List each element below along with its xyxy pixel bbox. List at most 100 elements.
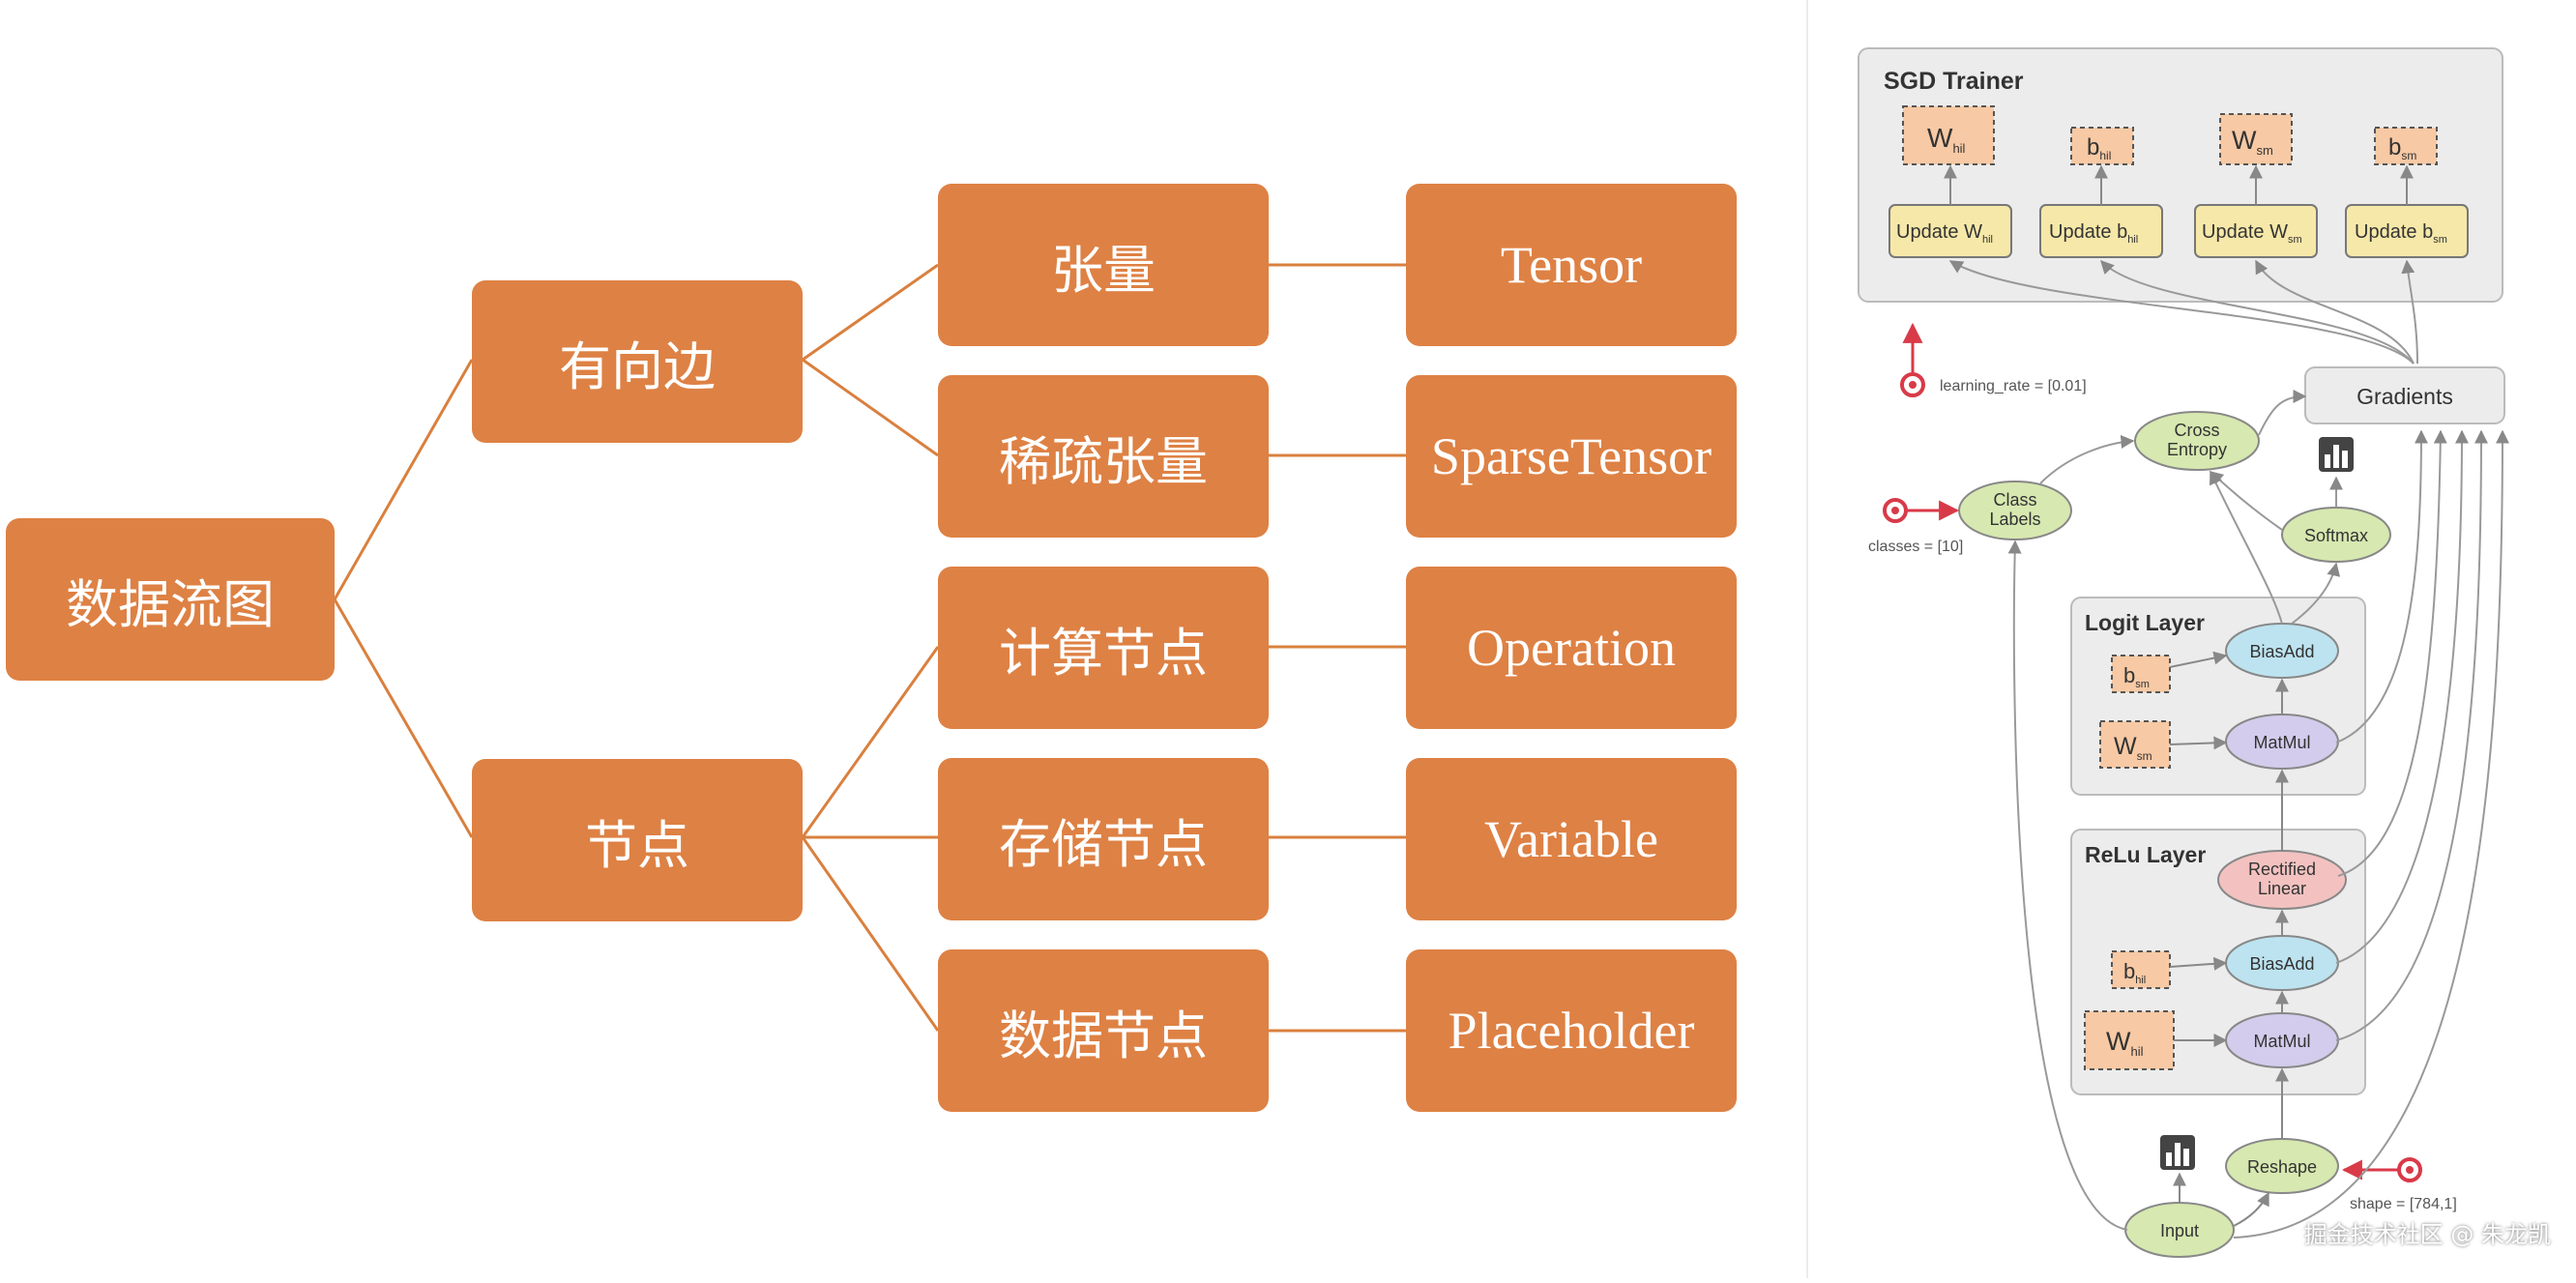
mindmap-leaf-cn: 张量 xyxy=(938,184,1269,346)
class-labels-node: Class Labels xyxy=(1958,481,2072,540)
edge-wsm-matmul xyxy=(2169,736,2228,750)
svg-text:classes = [10]: classes = [10] xyxy=(1868,539,1963,555)
update-b-sm: Update bsm xyxy=(2345,204,2469,258)
mindmap-leaf-cn: 数据节点 xyxy=(938,949,1269,1112)
svg-text:Softmax: Softmax xyxy=(2304,526,2368,545)
edge-bsm-biasadd xyxy=(2169,651,2228,668)
connector-edges-sparse xyxy=(802,358,939,457)
edge-softmax-ce xyxy=(2209,471,2283,531)
svg-text:Cross: Cross xyxy=(2174,421,2219,440)
summary-chart-icon xyxy=(2160,1135,2195,1170)
relu-w-hil: Whil xyxy=(2084,1010,2175,1070)
update-b-hil: Update bhil xyxy=(2039,204,2163,258)
mindmap-connectors xyxy=(333,263,1406,1033)
svg-text:MatMul: MatMul xyxy=(2253,1032,2310,1051)
svg-text:Update Whil: Update Whil xyxy=(1896,221,1993,246)
svg-text:Labels: Labels xyxy=(1989,510,2040,529)
connector-root-edges xyxy=(333,359,474,600)
svg-text:MatMul: MatMul xyxy=(2253,733,2310,752)
svg-text:Whil: Whil xyxy=(2106,1027,2144,1059)
param-w-sm: Wsm xyxy=(2219,113,2293,165)
mindmap-leaf-en: Operation xyxy=(1406,567,1737,729)
svg-text:Gradients: Gradients xyxy=(2356,384,2453,409)
svg-text:Whil: Whil xyxy=(1927,123,1966,156)
softmax-node: Softmax xyxy=(2281,507,2391,563)
svg-text:Update bsm: Update bsm xyxy=(2355,221,2447,246)
gradient-feed-edges xyxy=(2335,429,2488,1041)
svg-text:bhil: bhil xyxy=(2087,134,2111,162)
tensorflow-graph: SGD Trainer Whil bhil Wsm bsm Update Whi… xyxy=(1858,47,2509,1258)
svg-text:Wsm: Wsm xyxy=(2232,126,2273,158)
mindmap-root: 数据流图 xyxy=(6,518,335,681)
param-b-sm: bsm xyxy=(2374,127,2438,165)
update-w-hil: Update Whil xyxy=(1888,204,2012,258)
edge-input-labels xyxy=(2007,539,2128,1231)
summary-chart-icon xyxy=(2319,437,2354,472)
connector-edges-tensor xyxy=(802,263,939,362)
logit-layer-title: Logit Layer xyxy=(2085,610,2205,635)
reshape-node: Reshape xyxy=(2225,1138,2339,1194)
connector-nodes-operation xyxy=(801,646,940,838)
mindmap-branch-nodes: 节点 xyxy=(472,759,803,921)
mindmap-panel: 数据流图 有向边 节点 张量 稀疏张量 计算节点 存储节点 数据节点 Tenso… xyxy=(6,184,1737,1112)
relu-matmul-node: MatMul xyxy=(2225,1012,2339,1068)
svg-text:Update Wsm: Update Wsm xyxy=(2202,221,2302,246)
connector-root-nodes xyxy=(333,598,474,838)
svg-text:bsm: bsm xyxy=(2388,134,2416,162)
relu-layer-title: ReLu Layer xyxy=(2085,842,2206,867)
relu-biasadd-node: BiasAdd xyxy=(2225,935,2339,991)
relu-b-hil: bhil xyxy=(2111,950,2171,989)
mindmap-leaf-cn: 稀疏张量 xyxy=(938,375,1269,538)
cross-entropy-node: Cross Entropy xyxy=(2134,411,2260,471)
param-w-hil: Whil xyxy=(1902,105,1995,165)
mindmap-leaf-en: Tensor xyxy=(1406,184,1737,346)
tensorflow-graph-panel: SGD Trainer Whil bhil Wsm bsm Update Whi… xyxy=(1808,0,2576,1278)
svg-text:learning_rate = [0.01]: learning_rate = [0.01] xyxy=(1940,378,2087,394)
sgd-trainer-box xyxy=(1858,47,2503,303)
relu-rectified-node: Rectified Linear xyxy=(2217,850,2347,910)
svg-text:bsm: bsm xyxy=(2123,663,2150,690)
svg-text:Input: Input xyxy=(2160,1221,2199,1240)
watermark: 掘金技术社区 @ 朱龙凯 xyxy=(2303,1221,2551,1248)
svg-text:BiasAdd: BiasAdd xyxy=(2249,954,2314,974)
gradients-node: Gradients xyxy=(2304,366,2505,424)
svg-text:Linear: Linear xyxy=(2258,879,2306,898)
svg-text:Wsm: Wsm xyxy=(2114,733,2152,763)
edge-input-reshape xyxy=(2233,1191,2269,1227)
update-param-edges xyxy=(1944,164,2414,205)
edge-labels-ce xyxy=(2039,434,2135,484)
svg-text:Reshape: Reshape xyxy=(2247,1157,2317,1177)
svg-text:shape = [784,1]: shape = [784,1] xyxy=(2350,1196,2457,1212)
panel-divider xyxy=(1806,0,1808,1278)
logit-matmul-node: MatMul xyxy=(2225,714,2339,770)
edge-bhil-biasadd xyxy=(2169,956,2228,971)
edge-biasadd-ce xyxy=(2210,470,2283,625)
svg-text:Update bhil: Update bhil xyxy=(2049,221,2138,246)
param-b-hil: bhil xyxy=(2070,127,2134,165)
svg-text:bhil: bhil xyxy=(2123,959,2146,986)
edge-ce-gradients xyxy=(2258,390,2307,436)
learning-rate-input: learning_rate = [0.01] xyxy=(1900,322,2087,397)
classes-input: classes = [10] xyxy=(1868,498,1963,555)
sgd-trainer-title: SGD Trainer xyxy=(1884,68,2024,95)
mindmap-leaf-en: SparseTensor xyxy=(1406,375,1737,538)
logit-biasadd-node: BiasAdd xyxy=(2225,623,2339,679)
mindmap-leaf-cn: 存储节点 xyxy=(938,758,1269,920)
edge-biasadd-softmax xyxy=(2291,562,2341,625)
connector-nodes-placeholder xyxy=(801,836,940,1032)
svg-text:BiasAdd: BiasAdd xyxy=(2249,642,2314,661)
logit-w-sm: Wsm xyxy=(2099,720,2171,769)
input-node: Input xyxy=(2124,1202,2235,1258)
gradient-edges xyxy=(1948,259,2418,364)
mindmap-leaf-en: Variable xyxy=(1406,758,1737,920)
svg-text:Class: Class xyxy=(1993,490,2036,510)
mindmap-leaf-cn: 计算节点 xyxy=(938,567,1269,729)
update-w-sm: Update Wsm xyxy=(2194,204,2318,258)
mindmap-leaf-en: Placeholder xyxy=(1406,949,1737,1112)
mindmap-branch-edges: 有向边 xyxy=(472,280,803,443)
shape-input: shape = [784,1] xyxy=(2341,1157,2457,1212)
logit-b-sm: bsm xyxy=(2111,655,2171,693)
svg-text:Rectified: Rectified xyxy=(2248,860,2316,879)
edge-input-gradients xyxy=(2233,429,2509,1239)
svg-text:Entropy: Entropy xyxy=(2167,440,2227,459)
